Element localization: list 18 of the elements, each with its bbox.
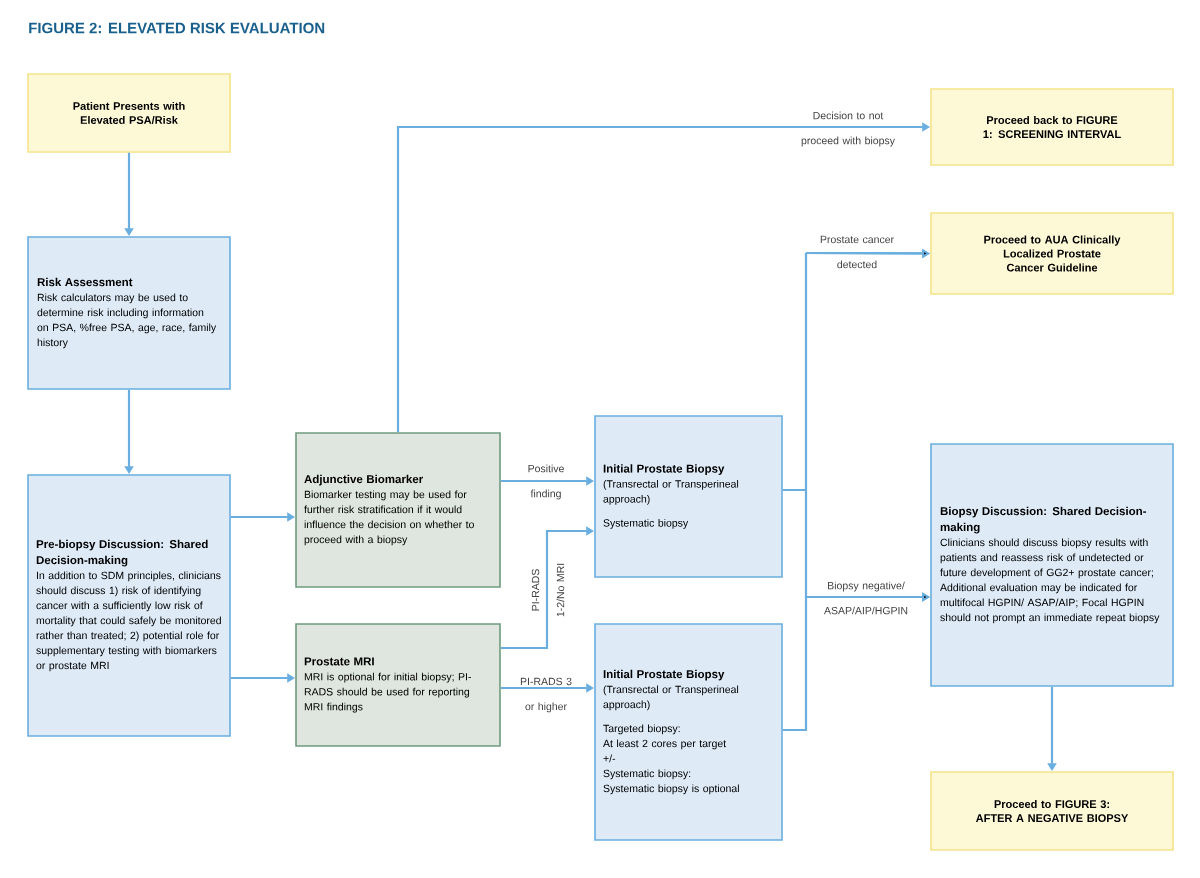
process-box: Biopsy Discussion: Shared Decision-making Clinicians should discuss biopsy results with patients and reassess risk of undetected or future development of GG2+ prostate cancer; Additional evaluation may be indicated for multifocal HGPIN/ ASAP/AIP; Focal HGPIN should not prompt an immediate repeat biopsy (930, 443, 1174, 687)
edge-label: PI-RADS 3 or higher (520, 677, 572, 713)
edge-label: Decision to not proceed with biopsy (801, 111, 895, 147)
terminal-box: Proceed back to FIGURE 1: SCREENING INTERVAL (930, 88, 1174, 166)
terminal-box: Proceed to FIGURE 3: AFTER A NEGATIVE BIOPSY (930, 771, 1174, 851)
terminal-box: Proceed to AUA Clinically Localized Prostate Cancer Guideline (930, 212, 1174, 295)
edge-label: Positive finding (528, 464, 564, 500)
process-box: Pre-biopsy Discussion: Shared Decision-making In addition to SDM principles, clinicians should discuss 1) risk of identifying cancer with a sufficiently low risk of mortality that could safely be monitored rather than treated; 2) potential role for supplementary testing with biomarkers or prostate MRI (27, 474, 231, 737)
figure-title: FIGURE 2: ELEVATED RISK EVALUATION (29, 22, 325, 34)
terminal-box: Patient Presents with Elevated PSA/Risk (27, 73, 231, 153)
process-box: Risk Assessment Risk calculators may be used to determine risk including information on PSA, %free PSA, age, race, family history (27, 236, 231, 390)
edge-label: Biopsy negative/ ASAP/AIP/HGPIN (824, 581, 908, 615)
process-box: Initial Prostate Biopsy (Transrectal or Transperineal approach) Targeted biopsy: At least 2 cores per target +/- Systematic biopsy: Systematic biopsy is optional (594, 623, 783, 841)
edge-label: Prostate cancer detected (820, 235, 894, 269)
process-box: Initial Prostate Biopsy (Transrectal or Transperineal approach) Systematic biopsy (594, 415, 783, 578)
process-box: Prostate MRI MRI is optional for initial biopsy; PI-RADS should be used for reporting MRI findings (295, 623, 501, 747)
edge-label: PI-RADS 1-2/No MRI (531, 563, 565, 617)
process-box: Adjunctive Biomarker Biomarker testing may be used for further risk stratification if it would influence the decision on whether to proceed with a biopsy (295, 432, 501, 588)
